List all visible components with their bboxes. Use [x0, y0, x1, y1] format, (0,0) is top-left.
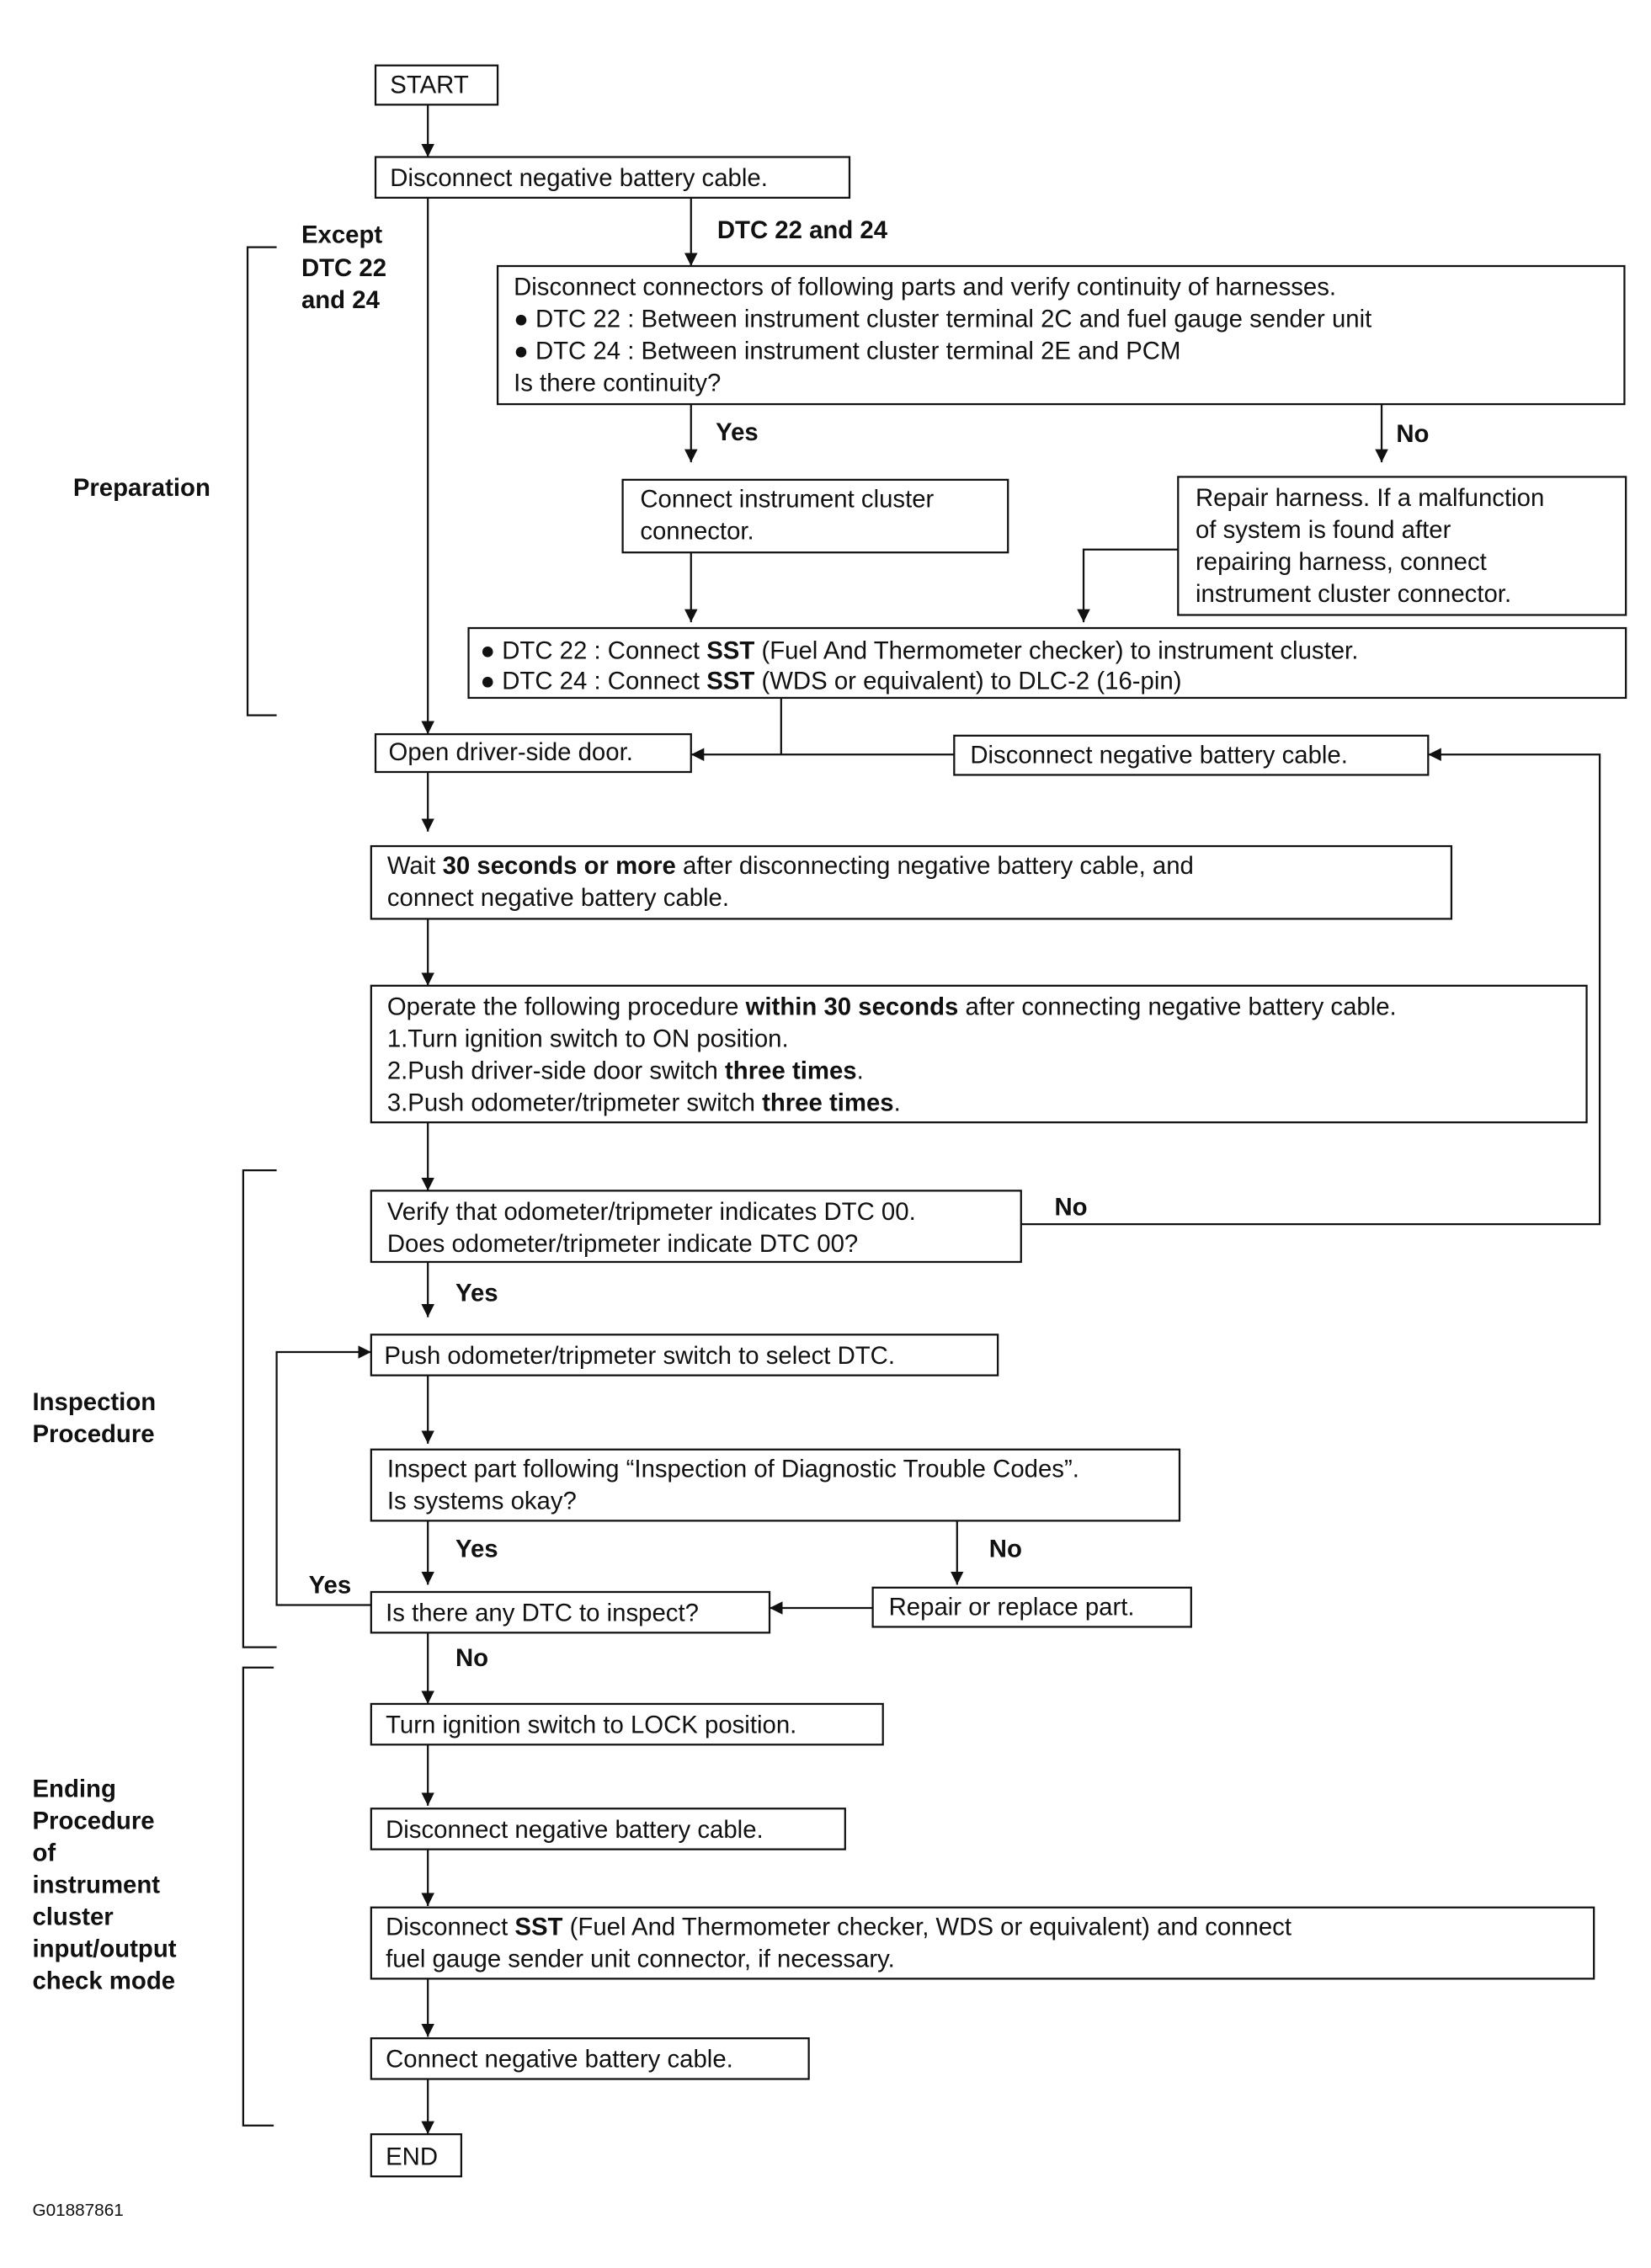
section-preparation: Preparation	[73, 474, 210, 502]
section-ending: Ending Procedure of instrument cluster i…	[32, 1775, 176, 1994]
section-brackets	[242, 246, 277, 2127]
label-yes: Yes	[309, 1572, 352, 1600]
step-text: ● DTC 24 : Between instrument cluster te…	[514, 338, 1180, 365]
step-text: 2.Push driver-side door switch three tim…	[387, 1057, 864, 1084]
step-text: Verify that odometer/tripmeter indicates…	[387, 1198, 916, 1226]
connectors	[275, 104, 1601, 2135]
step-text: Open driver-side door.	[389, 738, 633, 766]
step-text: Wait 30 seconds or more after disconnect…	[387, 852, 1194, 880]
label-no: No	[1396, 420, 1429, 448]
step-text: Connect instrument cluster	[640, 486, 934, 514]
step-text: Operate the following procedure within 3…	[387, 993, 1397, 1020]
label-no: No	[1054, 1194, 1087, 1222]
section-ending-line: instrument	[32, 1871, 160, 1898]
figure-id: G01887861	[32, 2201, 123, 2220]
step-text: Push odometer/tripmeter switch to select…	[384, 1342, 895, 1370]
section-ending-line: check mode	[32, 1967, 175, 1994]
repair-replace-box: Repair or replace part.	[871, 1586, 1192, 1628]
step-text: 1.Turn ignition switch to ON position.	[387, 1025, 789, 1052]
open-door-box: Open driver-side door.	[374, 732, 692, 774]
disconnect-sst-box: Disconnect SST (Fuel And Thermometer che…	[370, 1906, 1595, 1980]
operate-box: Operate the following procedure within 3…	[370, 984, 1588, 1124]
disconnect-battery-box-2: Disconnect negative battery cable.	[953, 734, 1430, 776]
end-box: END	[370, 2133, 463, 2178]
step-text: Is systems okay?	[387, 1488, 577, 1515]
label-dtc-22-24: DTC 22 and 24	[717, 216, 888, 244]
step-text: Is there any DTC to inspect?	[386, 1600, 699, 1627]
step-text: repairing harness, connect	[1196, 548, 1487, 576]
label-except: and 24	[301, 286, 381, 314]
label-yes: Yes	[455, 1536, 498, 1563]
end-label: END	[386, 2143, 438, 2170]
connect-battery-box: Connect negative battery cable.	[370, 2037, 810, 2080]
step-text: instrument cluster connector.	[1196, 580, 1511, 608]
turn-lock-box: Turn ignition switch to LOCK position.	[370, 1702, 884, 1746]
start-box: START	[374, 64, 499, 106]
step-text: fuel gauge sender unit connector, if nec…	[386, 1946, 895, 1973]
step-text: Turn ignition switch to LOCK position.	[386, 1711, 796, 1738]
start-label: START	[390, 72, 469, 99]
disconnect-battery-box: Disconnect negative battery cable.	[374, 156, 851, 199]
label-except: Except	[301, 221, 382, 248]
step-text: Does odometer/tripmeter indicate DTC 00?	[387, 1230, 858, 1258]
step-text: ● DTC 24 : Connect SST (WDS or equivalen…	[480, 668, 1181, 695]
step-text: Repair harness. If a malfunction	[1196, 484, 1544, 512]
step-text: connector.	[640, 518, 754, 546]
step-text: Disconnect SST (Fuel And Thermometer che…	[386, 1914, 1292, 1941]
disconnect-battery-box-3: Disconnect negative battery cable.	[370, 1807, 846, 1850]
step-text: Disconnect connectors of following parts…	[514, 274, 1336, 301]
step-text: connect negative battery cable.	[387, 884, 729, 912]
step-text: Disconnect negative battery cable.	[970, 742, 1348, 769]
section-ending-line: input/output	[32, 1935, 176, 1962]
section-inspection-1: Inspection	[32, 1388, 156, 1416]
step-text: Disconnect negative battery cable.	[390, 164, 768, 192]
step-text: ● DTC 22 : Between instrument cluster te…	[514, 306, 1371, 333]
connect-sst-box: ● DTC 22 : Connect SST (Fuel And Thermom…	[467, 626, 1627, 700]
step-text: ● DTC 22 : Connect SST (Fuel And Thermom…	[480, 636, 1358, 664]
label-yes: Yes	[455, 1280, 498, 1307]
section-ending-line: cluster	[32, 1903, 113, 1930]
step-text: of system is found after	[1196, 516, 1451, 544]
step-text: Repair or replace part.	[889, 1594, 1135, 1621]
step-text: 3.Push odometer/tripmeter switch three t…	[387, 1089, 901, 1116]
repair-harness-box: Repair harness. If a malfunction of syst…	[1177, 476, 1627, 616]
label-no: No	[455, 1644, 488, 1672]
section-inspection-2: Procedure	[32, 1420, 154, 1448]
wait-box: Wait 30 seconds or more after disconnect…	[370, 844, 1453, 920]
section-ending-line: of	[32, 1839, 56, 1866]
verify-dtc00-box: Verify that odometer/tripmeter indicates…	[370, 1190, 1022, 1264]
step-text: Disconnect negative battery cable.	[386, 1816, 764, 1844]
section-ending-line: Procedure	[32, 1807, 154, 1834]
continuity-check-box: Disconnect connectors of following parts…	[496, 264, 1626, 406]
label-except: DTC 22	[301, 254, 386, 282]
label-yes: Yes	[716, 418, 759, 446]
step-text: Inspect part following “Inspection of Di…	[387, 1456, 1079, 1483]
section-ending-line: Ending	[32, 1775, 115, 1802]
push-select-box: Push odometer/tripmeter switch to select…	[370, 1334, 999, 1376]
inspect-part-box: Inspect part following “Inspection of Di…	[370, 1448, 1181, 1522]
connect-cluster-box: Connect instrument cluster connector.	[621, 478, 1009, 554]
any-dtc-box: Is there any DTC to inspect?	[370, 1590, 771, 1634]
step-text: Connect negative battery cable.	[386, 2046, 733, 2074]
label-no: No	[989, 1536, 1022, 1563]
step-text: Is there continuity?	[514, 370, 721, 397]
